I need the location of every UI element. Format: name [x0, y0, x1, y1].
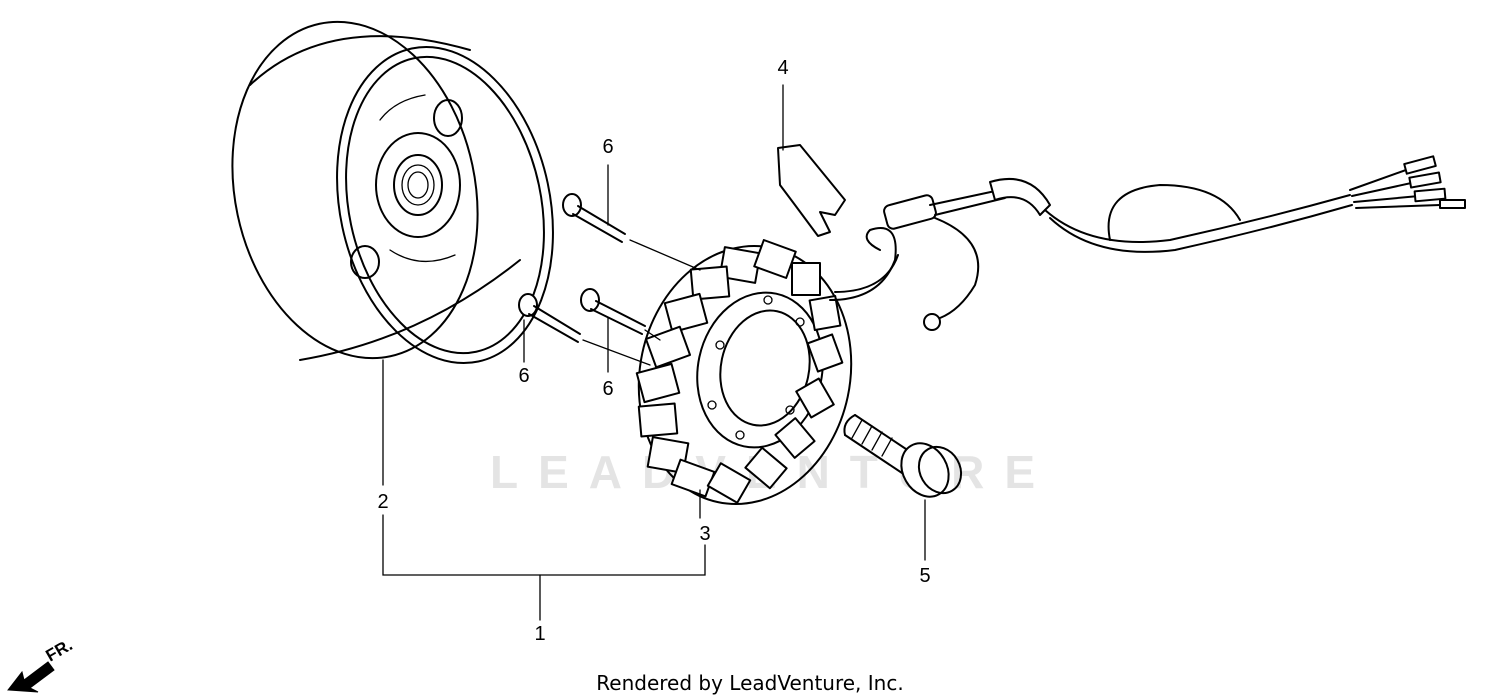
stator-bolt-middle[interactable] — [580, 288, 646, 335]
front-direction-arrow: FR. — [7, 635, 76, 693]
callout-2[interactable]: 2 — [377, 491, 388, 513]
callout-4[interactable]: 4 — [777, 57, 788, 79]
flywheel[interactable] — [202, 0, 581, 383]
flange-bolt[interactable] — [843, 414, 969, 505]
callout-3[interactable]: 3 — [699, 523, 710, 545]
wire-harness[interactable] — [829, 155, 1466, 331]
callout-6-top[interactable]: 6 — [602, 136, 613, 158]
callout-6-middle[interactable]: 6 — [602, 378, 613, 400]
wire-clamp[interactable] — [777, 144, 846, 237]
stator-bolt-left[interactable] — [518, 293, 581, 343]
rendered-by-footer: Rendered by LeadVenture, Inc. — [596, 671, 903, 695]
stator[interactable] — [615, 226, 874, 524]
leader-lines — [382, 84, 926, 621]
stator-bolt-upper[interactable] — [562, 193, 626, 243]
callout-5[interactable]: 5 — [919, 565, 930, 587]
callout-1[interactable]: 1 — [534, 623, 545, 645]
callout-6-left[interactable]: 6 — [518, 365, 529, 387]
front-direction-label: FR. — [43, 635, 76, 665]
